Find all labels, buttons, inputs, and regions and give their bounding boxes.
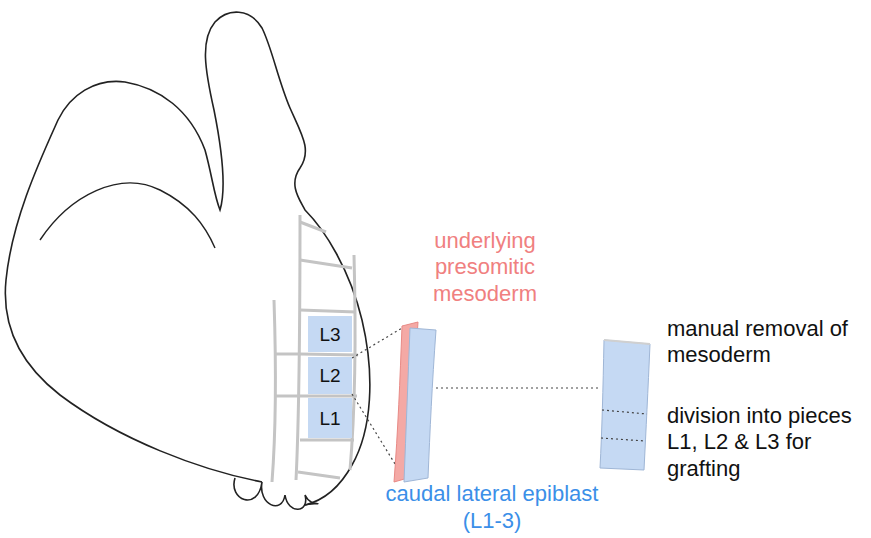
somite-bumps (234, 478, 318, 509)
division-lines (601, 410, 647, 441)
annotation: division into pieces L1, L2 & L3 for gra… (667, 403, 867, 482)
epiblast-slab (404, 328, 436, 482)
epiblast-slab-isolated (600, 340, 650, 470)
annotation: underlying presomitic mesoderm (400, 228, 570, 307)
embryo-inner-curve (40, 183, 215, 248)
annotation: manual removal of mesoderm (667, 316, 867, 369)
region-label: L3 (319, 325, 340, 344)
region-grid (272, 215, 358, 482)
region-box: L3 (308, 316, 352, 352)
region-label: L1 (319, 409, 340, 428)
region-label: L2 (319, 366, 340, 385)
region-box: L2 (308, 357, 352, 394)
annotation: caudal lateral epiblast (L1-3) (382, 481, 602, 534)
slab-top-edge (604, 340, 650, 344)
embryo-outline (5, 12, 370, 505)
region-box: L1 (308, 398, 352, 438)
zoom-lines (352, 328, 598, 472)
